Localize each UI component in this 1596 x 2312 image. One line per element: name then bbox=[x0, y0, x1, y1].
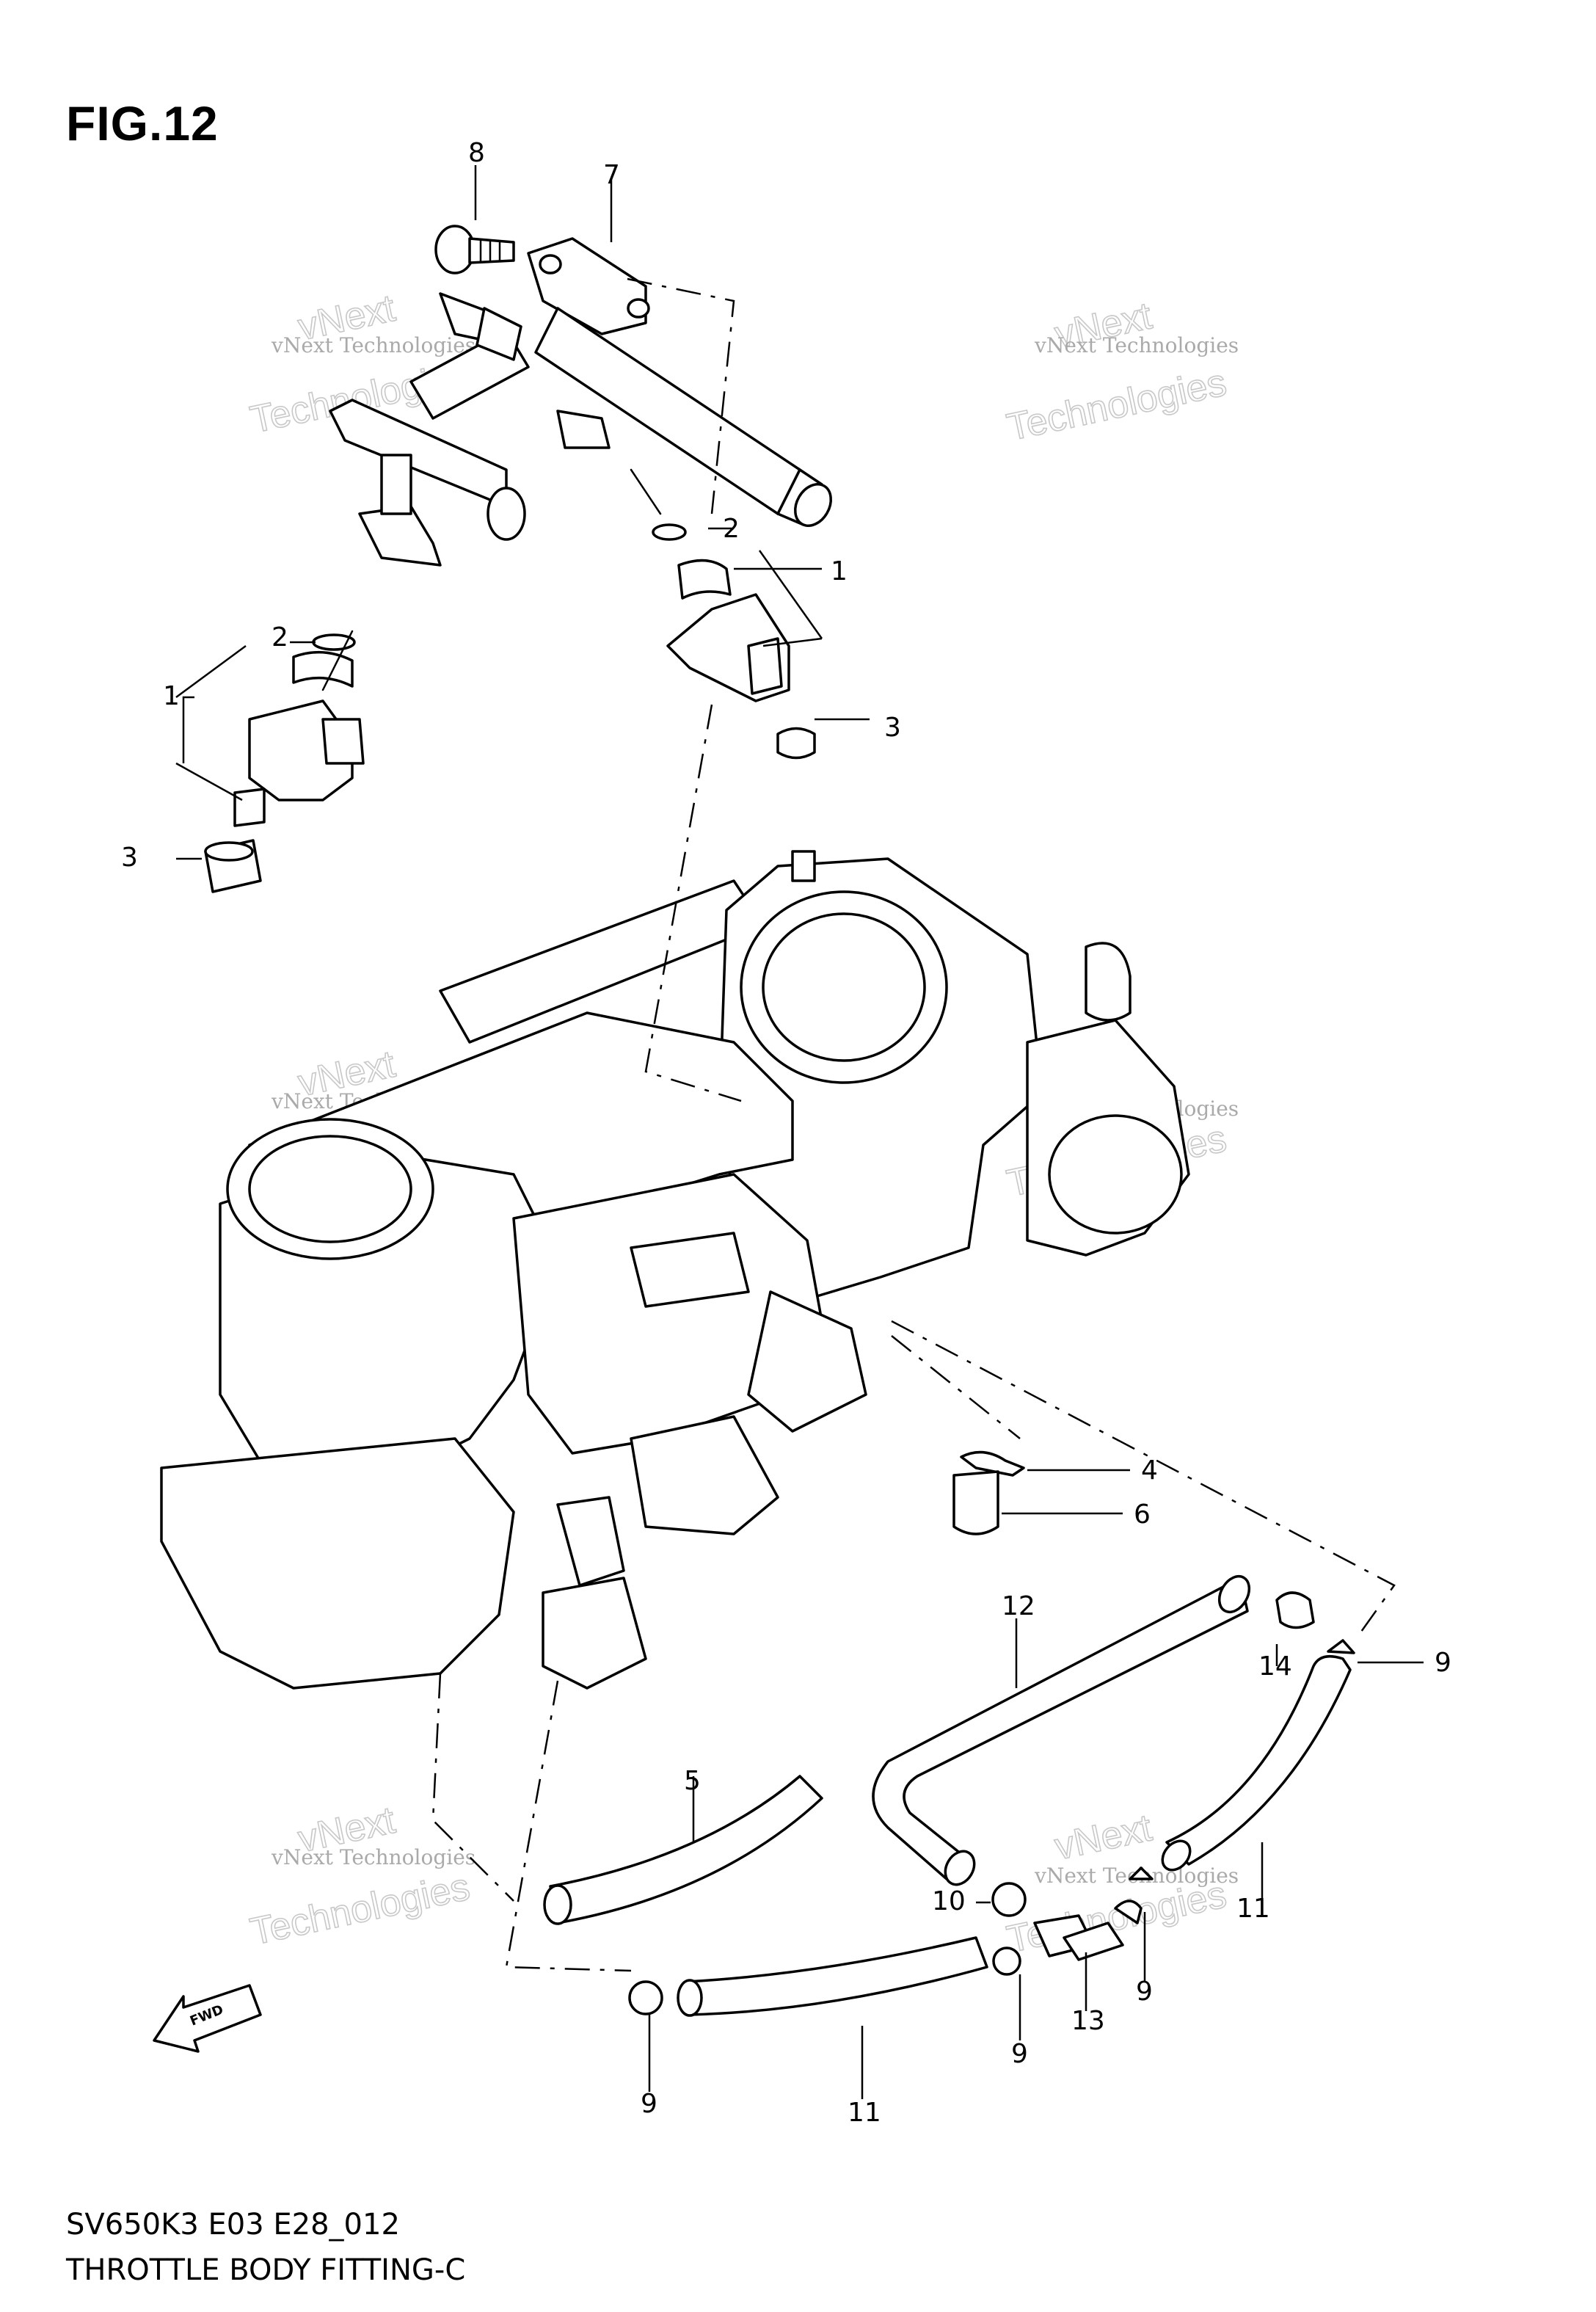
callout-labels: 8 7 2 1 3 2 1 3 4 6 12 14 9 5 10 11 9 13… bbox=[121, 138, 1451, 2128]
injector-group-brackets bbox=[175, 550, 823, 801]
callout-4: 4 bbox=[1141, 1455, 1158, 1486]
hoses bbox=[543, 1575, 1352, 2017]
callout-11-bottom: 11 bbox=[848, 2098, 881, 2128]
callout-2-left: 2 bbox=[272, 622, 288, 652]
left-injector-group bbox=[204, 633, 365, 893]
callout-13: 13 bbox=[1071, 2006, 1105, 2036]
callout-11-right: 11 bbox=[1236, 1894, 1270, 1924]
fuel-delivery-pipe bbox=[329, 237, 832, 567]
diagram-description: THROTTLE BODY FITTING-C bbox=[66, 2253, 466, 2287]
callout-3-right: 3 bbox=[884, 713, 901, 743]
callout-1-left: 1 bbox=[163, 681, 180, 711]
cap-and-clip bbox=[952, 1450, 1025, 1535]
callout-9-mid: 9 bbox=[1136, 1977, 1153, 2007]
figure-title: FIG.12 bbox=[66, 96, 219, 150]
callout-9-left: 9 bbox=[641, 2089, 657, 2119]
callout-2-right: 2 bbox=[723, 514, 740, 544]
watermark-small-text: vNext Technologies bbox=[271, 1845, 475, 1869]
callout-14: 14 bbox=[1258, 1651, 1292, 1682]
watermark-small-text: vNext Technologies bbox=[1034, 333, 1239, 357]
callout-12: 12 bbox=[1002, 1591, 1035, 1621]
callout-8: 8 bbox=[468, 138, 485, 168]
watermark-small-text: vNext Technologies bbox=[271, 333, 475, 357]
watermark-bottom-left: Technologies vNext bbox=[246, 1798, 474, 1954]
clamps-and-joints bbox=[628, 1591, 1355, 2015]
callout-6: 6 bbox=[1134, 1499, 1151, 1530]
callout-3-left: 3 bbox=[121, 843, 138, 873]
callout-1-right: 1 bbox=[831, 556, 848, 586]
leader-lines bbox=[176, 165, 1424, 2099]
callout-9-right: 9 bbox=[1435, 1648, 1451, 1678]
right-injector-group bbox=[652, 523, 816, 760]
watermark-large-text: Technologies bbox=[1003, 361, 1230, 449]
callout-7: 7 bbox=[603, 160, 620, 190]
watermark-top-right: Technologies vNext bbox=[1002, 294, 1231, 449]
throttle-body-assembly bbox=[160, 850, 1190, 1690]
watermark-large-text: Technologies bbox=[247, 1866, 473, 1954]
fwd-arrow-icon: FWD bbox=[153, 1984, 262, 2053]
callout-10: 10 bbox=[932, 1886, 966, 1916]
callout-9-lower: 9 bbox=[1011, 2039, 1028, 2069]
callout-5: 5 bbox=[684, 1766, 701, 1796]
diagram-code: SV650K3 E03 E28_012 bbox=[66, 2208, 400, 2242]
watermark-prefix: vNext bbox=[1051, 1806, 1156, 1868]
screw-part bbox=[434, 225, 515, 275]
assembly-guide-lines bbox=[321, 277, 1396, 1972]
